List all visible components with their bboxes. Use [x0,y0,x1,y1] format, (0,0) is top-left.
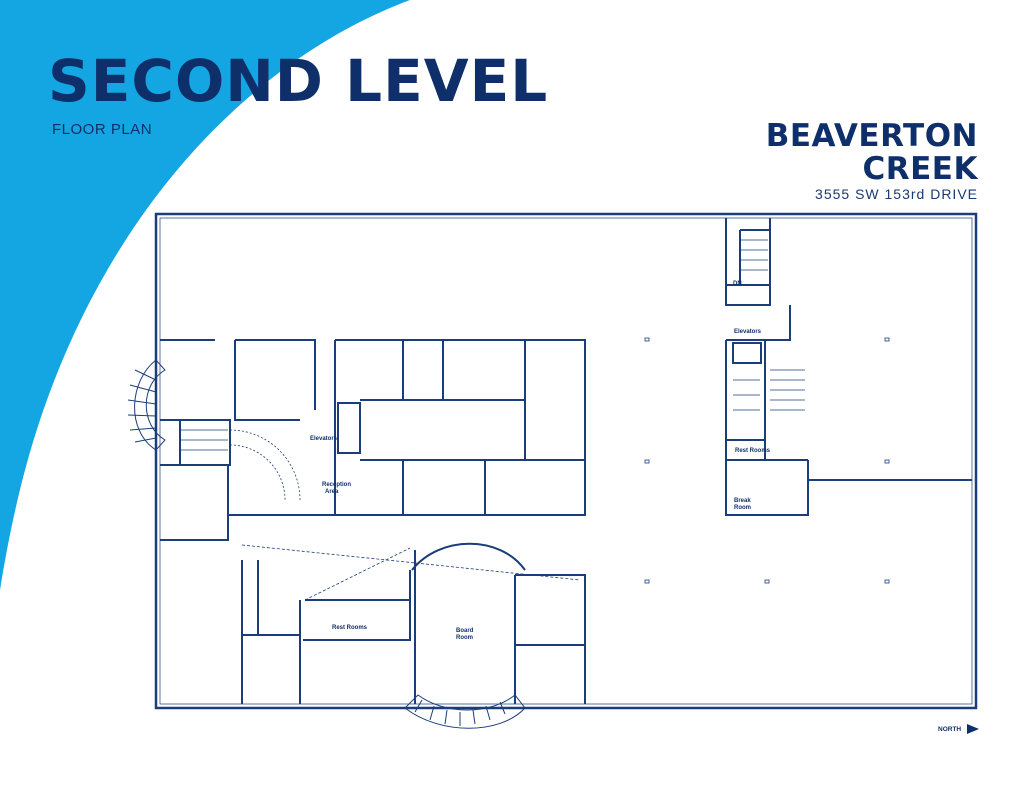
label-elevators-west: Elevators [310,436,338,442]
exterior-stair-south [404,694,526,729]
label-break-room-line1: Break [734,498,751,504]
east-suite-wall [807,460,972,481]
building-name: BEAVERTON CREEK [766,120,978,186]
north-indicator: NORTH [938,724,980,734]
label-reception-line2: Area [325,489,339,495]
label-board-room-line1: Board [456,628,474,634]
south-offices [241,550,586,704]
north-arrow-icon [967,724,980,734]
north-label: NORTH [938,725,962,733]
stair-core-east [725,218,771,306]
building-address: 3555 SW 153rd DRIVE [815,186,978,202]
outer-wall [154,212,978,710]
label-reception-line1: Reception [322,482,351,488]
label-break-room-line2: Room [734,505,751,511]
building-name-line2: CREEK [862,151,978,187]
stair-core-west [160,419,231,466]
reception-wall [160,465,335,541]
outer-wall-inner [159,217,973,705]
exterior-stair-west [134,359,166,451]
office-block-central [334,340,586,516]
label-rest-rooms-west: Rest Rooms [332,625,368,631]
elevator-shaft-east [732,342,762,364]
page-subtitle: FLOOR PLAN [52,121,153,138]
label-rest-rooms-east: Rest Rooms [735,448,771,454]
page-title: SECOND LEVEL [48,47,549,115]
label-stair-dn: DN [733,281,742,287]
label-elevators-east: Elevators [734,329,762,335]
accent-curve [0,0,410,590]
office-block-west [160,339,586,461]
board-room-arc [411,542,526,571]
building-name-line1: BEAVERTON [765,118,978,154]
service-core-east [725,305,809,516]
label-board-room-line2: Room [456,635,473,641]
elevator-shaft-west [337,402,361,454]
